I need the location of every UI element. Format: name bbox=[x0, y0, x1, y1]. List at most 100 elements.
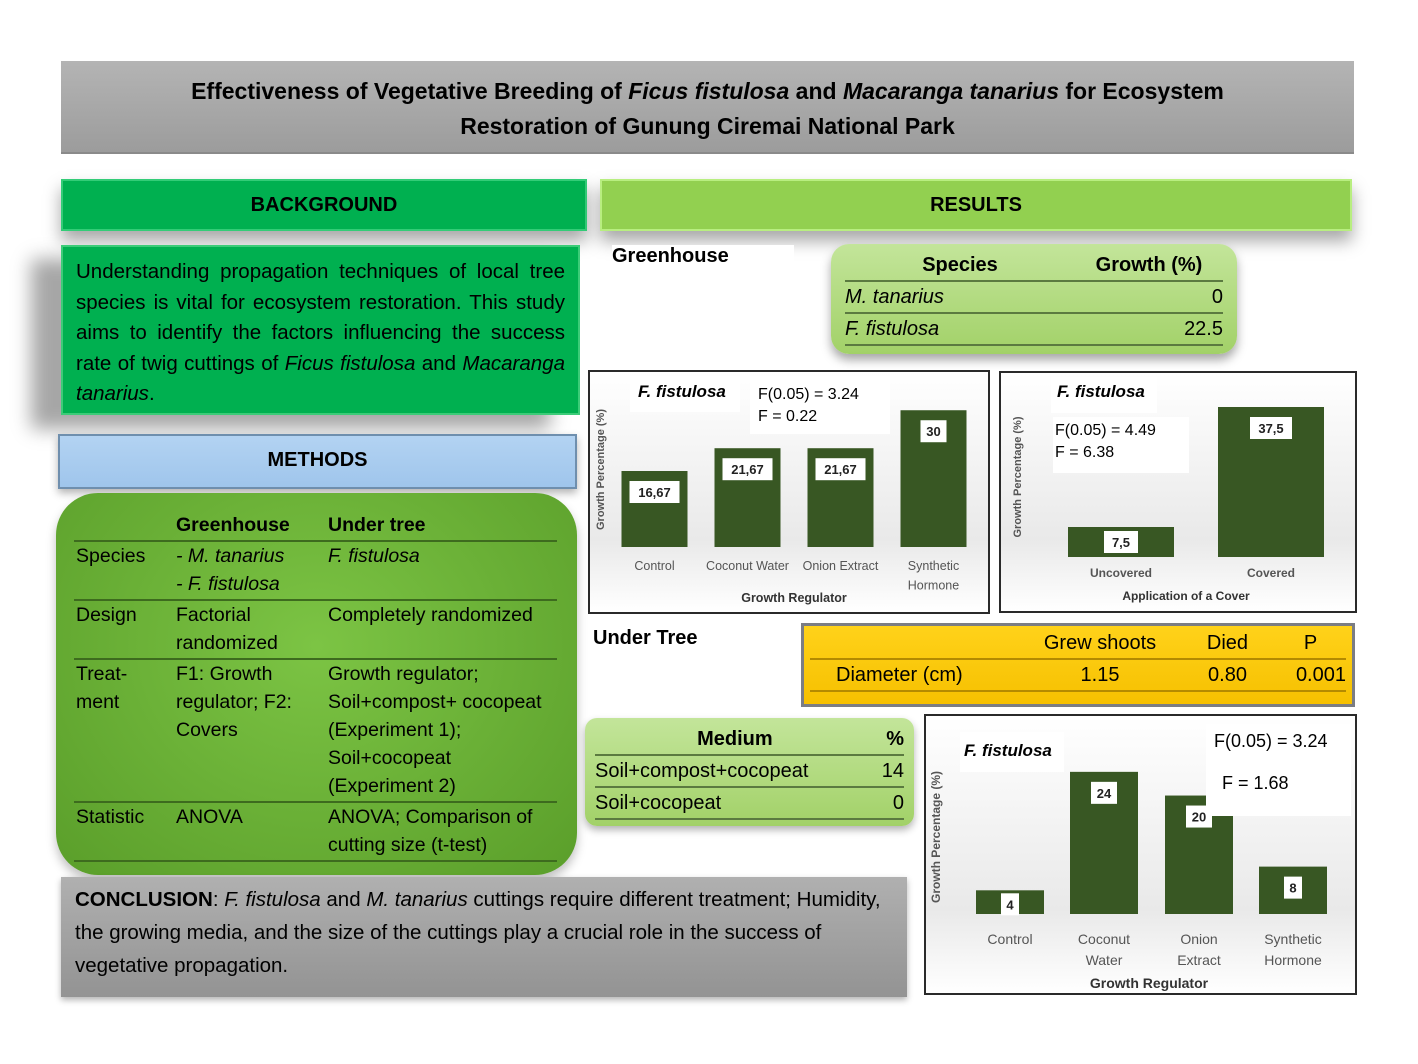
x-tick-label: Extract bbox=[1177, 952, 1221, 968]
methods-row: Species - M. tanarius - F. fistulosa F. … bbox=[74, 541, 557, 600]
cell-growth: 22.5 bbox=[1184, 318, 1223, 340]
x-tick-label: Synthetic bbox=[1264, 931, 1322, 947]
x-tick-label: Hormone bbox=[908, 579, 959, 593]
table-row: Diameter (cm) 1.15 0.80 0.001 bbox=[810, 659, 1346, 691]
table-row: Soil+compost+cocopeat 14 bbox=[595, 755, 904, 787]
cell-species: M. tanarius bbox=[845, 286, 944, 308]
cell-percent: 0 bbox=[892, 792, 904, 814]
methods-col-under-tree: Under tree bbox=[328, 514, 426, 536]
data-label-box bbox=[815, 458, 866, 481]
col-species: Species bbox=[922, 254, 998, 276]
data-label-box bbox=[920, 420, 947, 443]
data-label: 21,67 bbox=[824, 462, 857, 477]
data-label-box bbox=[1001, 893, 1019, 916]
y-axis-label: Growth Percentage (%) bbox=[1012, 416, 1024, 537]
cell-measure: Diameter (cm) bbox=[836, 664, 963, 686]
methods-cell: ANOVA bbox=[176, 806, 243, 828]
x-axis-label: Growth Regulator bbox=[741, 591, 847, 605]
methods-cell: - M. tanarius - F. fistulosa bbox=[176, 545, 285, 595]
cell-died: 0.80 bbox=[1208, 664, 1247, 686]
methods-header-row: Greenhouse Under tree bbox=[74, 511, 557, 541]
cell-p: 0.001 bbox=[1295, 664, 1346, 686]
methods-row-label: Design bbox=[76, 604, 137, 626]
y-axis-label: Growth Percentage (%) bbox=[595, 409, 607, 530]
chart-title-box bbox=[1051, 377, 1157, 413]
f-stat-annotation: F = 1.68 bbox=[1222, 773, 1289, 793]
x-tick-label: Control bbox=[634, 559, 674, 573]
greenhouse-growth-table: Species Growth (%) M. tanarius 0 F. fist… bbox=[831, 244, 1237, 354]
chart-title: F. fistulosa bbox=[964, 741, 1052, 760]
chart-svg: Growth Percentage (%)7,5Uncovered37,5Cov… bbox=[1012, 377, 1324, 603]
methods-row-label: Statistic bbox=[76, 806, 145, 828]
y-axis-label: Growth Percentage (%) bbox=[929, 771, 943, 903]
data-label-box bbox=[629, 481, 680, 504]
results-header: RESULTS bbox=[600, 179, 1352, 231]
data-label-box bbox=[1091, 781, 1117, 804]
table-row: M. tanarius 0 bbox=[845, 281, 1223, 313]
f-stat-annotation: F(0.05) = 3.24 bbox=[758, 386, 859, 403]
methods-header: METHODS bbox=[58, 434, 577, 489]
medium-table: Medium % Soil+compost+cocopeat 14 Soil+c… bbox=[585, 718, 914, 826]
col-p: P bbox=[1303, 632, 1318, 654]
methods-row: Design Factorial randomized Completely r… bbox=[74, 600, 557, 659]
title-line-1: Effectiveness of Vegetative Breeding of … bbox=[191, 78, 1224, 104]
x-tick-label: Synthetic bbox=[908, 559, 959, 573]
x-tick-label: Water bbox=[1086, 952, 1123, 968]
data-label: 30 bbox=[926, 424, 940, 439]
x-axis-label: Growth Regulator bbox=[1090, 975, 1209, 991]
x-tick-label: Coconut Water bbox=[706, 559, 789, 573]
data-label-box bbox=[1250, 417, 1292, 439]
col-percent: % bbox=[886, 728, 904, 750]
methods-row-label: Treat- ment bbox=[76, 663, 128, 713]
methods-cell: Factorial randomized bbox=[176, 604, 278, 654]
under-tree-label: Under Tree bbox=[593, 627, 743, 655]
methods-cell: ANOVA; Comparison of cutting size (t-tes… bbox=[328, 806, 533, 856]
col-growth: Growth (%) bbox=[1095, 254, 1203, 276]
table-header-row: Medium % bbox=[595, 724, 904, 755]
title-line-2: Restoration of Gunung Ciremai National P… bbox=[460, 113, 955, 139]
conclusion-label: CONCLUSION bbox=[75, 888, 213, 911]
methods-row: Treat- ment F1: Growth regulator; F2: Co… bbox=[74, 659, 557, 802]
x-tick-label: Coconut bbox=[1078, 931, 1130, 947]
poster-title: Effectiveness of Vegetative Breeding of … bbox=[61, 61, 1354, 154]
data-label: 16,67 bbox=[638, 485, 671, 500]
cell-medium: Soil+compost+cocopeat bbox=[595, 760, 809, 782]
x-tick-label: Uncovered bbox=[1090, 566, 1152, 580]
f-stat-annotation: F(0.05) = 4.49 bbox=[1055, 422, 1156, 439]
data-label-box bbox=[722, 458, 773, 481]
background-text: Understanding propagation techniques of … bbox=[61, 245, 580, 415]
f-stat-annotation: F = 6.38 bbox=[1055, 444, 1114, 461]
x-tick-label: Control bbox=[987, 931, 1032, 947]
x-tick-label: Onion Extract bbox=[803, 559, 879, 573]
chart-title-box bbox=[630, 376, 740, 412]
x-tick-label: Onion bbox=[1180, 931, 1217, 947]
data-label-box bbox=[1186, 805, 1212, 828]
table-header-row: Species Growth (%) bbox=[845, 250, 1223, 281]
cell-species: F. fistulosa bbox=[845, 318, 940, 340]
x-tick-label: Covered bbox=[1247, 566, 1295, 580]
greenhouse-label: Greenhouse bbox=[612, 245, 794, 275]
data-label: 20 bbox=[1192, 810, 1206, 825]
x-axis-label: Application of a Cover bbox=[1122, 589, 1250, 603]
table-header-row: Grew shoots Died P bbox=[810, 628, 1346, 659]
methods-table: Greenhouse Under tree Species - M. tanar… bbox=[74, 511, 557, 862]
chart-svg: Growth Percentage (%)4Control24CoconutWa… bbox=[929, 724, 1351, 991]
background-header: BACKGROUND bbox=[61, 179, 587, 231]
data-label: 21,67 bbox=[731, 462, 764, 477]
cell-growth: 0 bbox=[1211, 286, 1223, 308]
table-row: Soil+cocopeat 0 bbox=[595, 787, 904, 819]
methods-row-label: Species bbox=[76, 545, 146, 567]
methods-cell: F. fistulosa bbox=[328, 545, 420, 567]
data-label: 4 bbox=[1006, 897, 1014, 912]
cell-grew-shoots: 1.15 bbox=[1080, 664, 1120, 686]
chart-title: F. fistulosa bbox=[1057, 382, 1145, 401]
under-tree-diameter-table: Grew shoots Died P Diameter (cm) 1.15 0.… bbox=[801, 623, 1355, 707]
f-stat-box bbox=[750, 376, 890, 434]
col-grew-shoots: Grew shoots bbox=[1043, 632, 1157, 654]
data-label-box bbox=[1104, 531, 1138, 553]
col-medium: Medium bbox=[697, 728, 773, 750]
data-label: 37,5 bbox=[1258, 421, 1283, 436]
cell-percent: 14 bbox=[881, 760, 904, 782]
